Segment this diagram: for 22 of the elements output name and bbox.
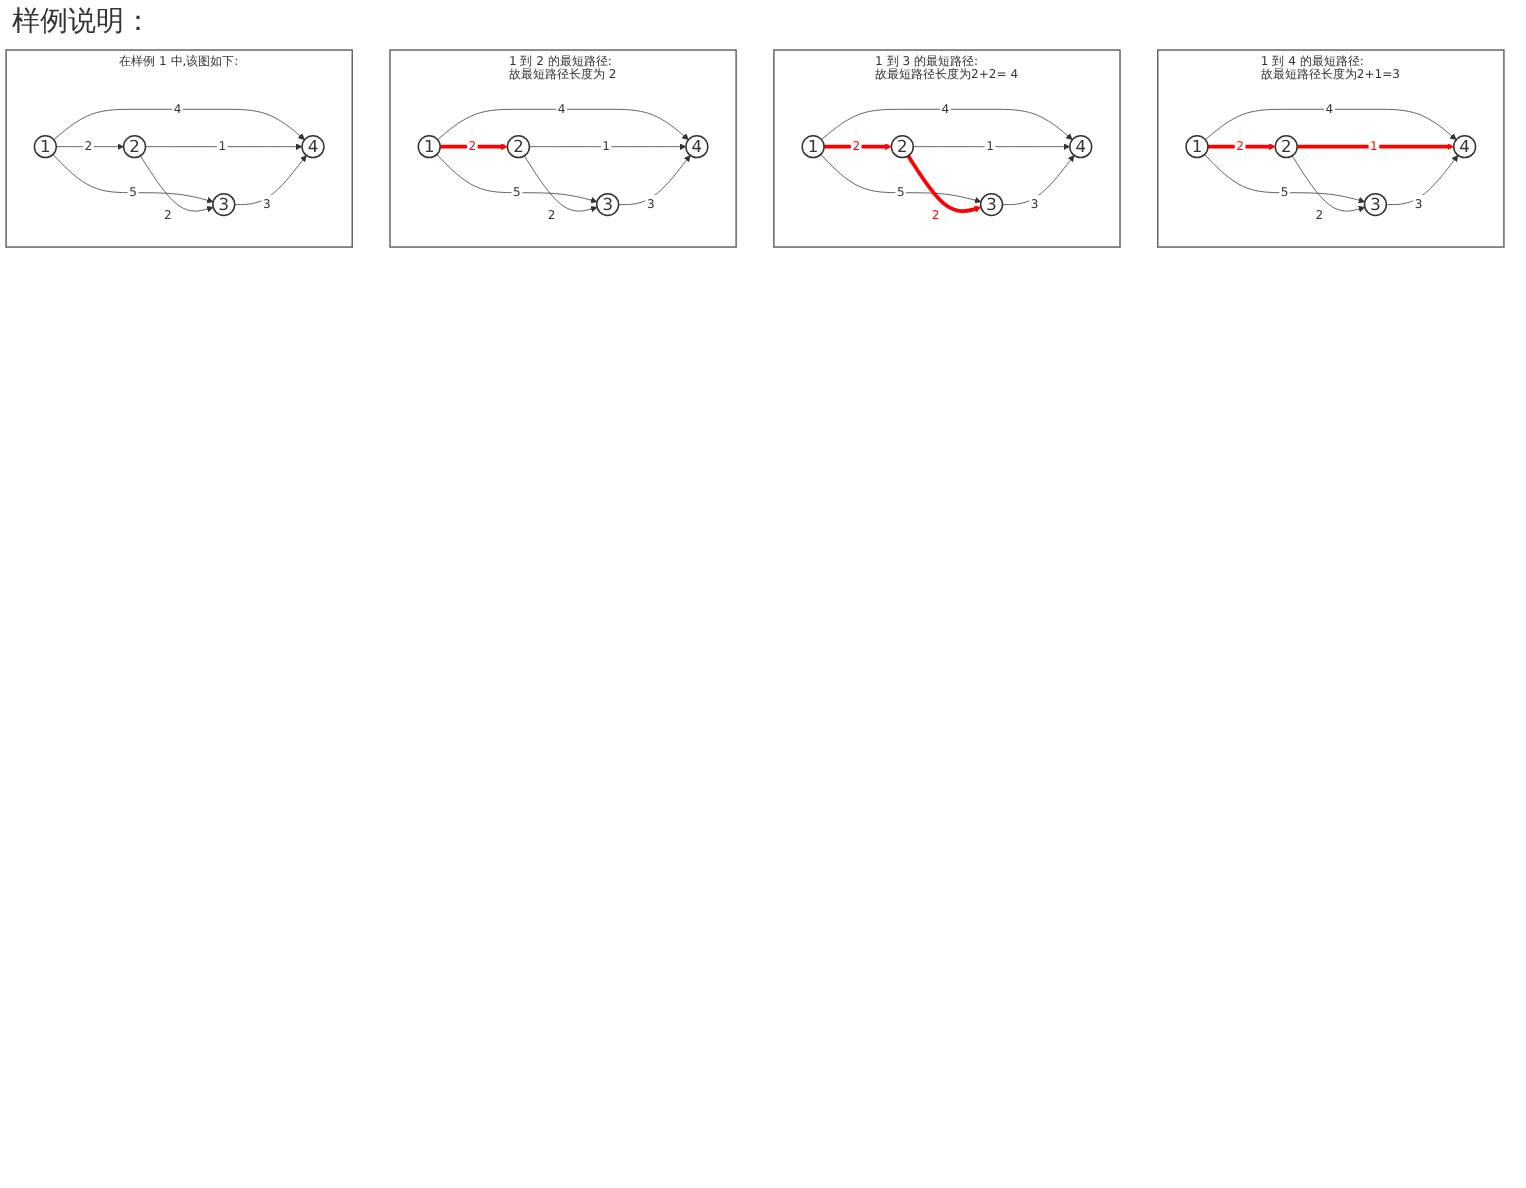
node-circle: 4 [1452,134,1477,159]
arrow [1297,143,1454,150]
node-circle: 2 [506,134,531,159]
node-circle: 1 [801,134,825,159]
node-circle: 4 [301,134,325,159]
arrow [906,154,982,213]
node-circle: 3 [979,192,1004,217]
node-circle: 3 [1363,192,1388,217]
node-circle: 1 [1185,134,1209,159]
title: 样例说明： [10,4,154,42]
arrow [440,143,508,150]
node-circle: 2 [1274,134,1298,159]
node-circle: 4 [685,134,709,159]
node-circle: 1 [417,134,441,159]
node-circle: 3 [595,192,620,217]
arrow [1207,143,1276,150]
node-circle: 2 [122,134,147,159]
node-circle: 3 [212,192,236,217]
node-circle: 4 [1069,134,1093,159]
node-circle: 1 [33,134,58,159]
arrow [824,143,892,150]
node-circle: 2 [890,134,915,159]
